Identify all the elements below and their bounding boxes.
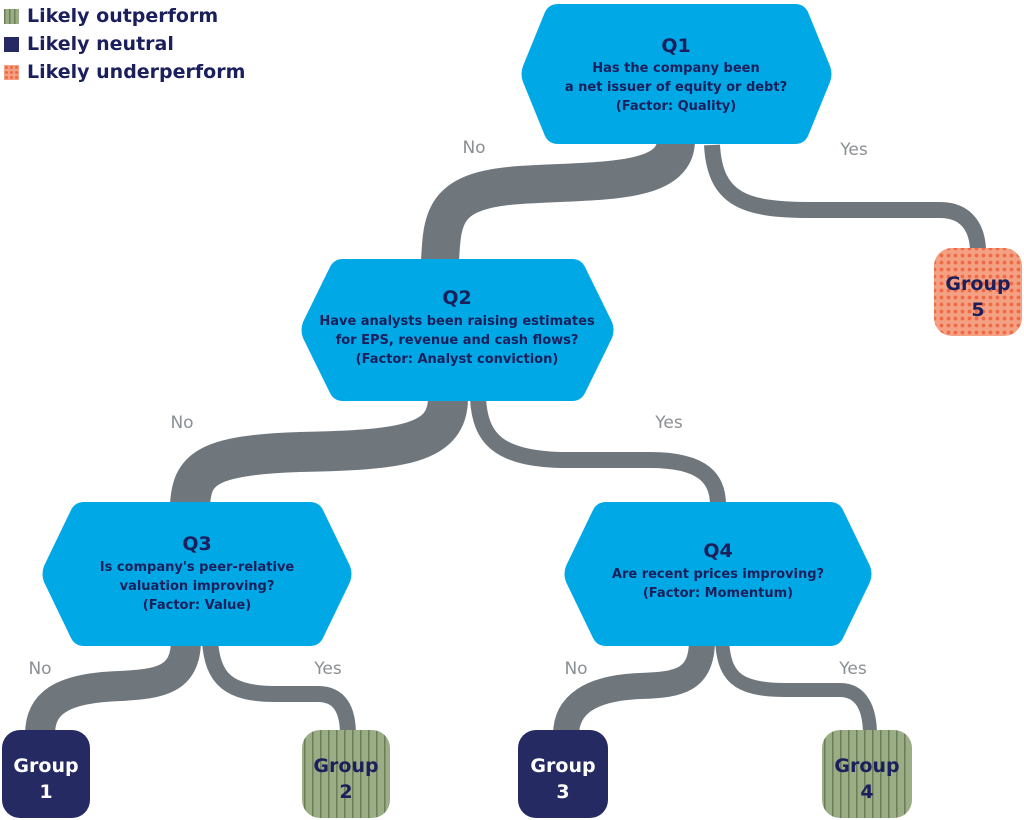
legend-item-outperform: Likely outperform <box>4 2 245 30</box>
edge-label-q1-yes: Yes <box>839 140 868 160</box>
branch-q1-no <box>421 137 695 263</box>
q3-line-2: valuation improving? <box>120 579 275 594</box>
group-5-box <box>934 248 1022 336</box>
legend: Likely outperform Likely neutral Likely … <box>4 2 245 86</box>
edge-label-q3-no: No <box>28 659 51 679</box>
q1-line-2: a net issuer of equity or debt? <box>565 80 787 95</box>
legend-swatch-underperform <box>4 64 19 80</box>
legend-item-neutral: Likely neutral <box>4 30 245 58</box>
q4-line-2: (Factor: Momentum) <box>643 586 793 601</box>
legend-swatch-outperform <box>4 8 19 24</box>
edge-label-q2-no: No <box>170 413 193 433</box>
branch-q3-yes <box>202 639 356 736</box>
group-4-number: 4 <box>860 781 873 803</box>
question-q1-shape <box>521 4 832 144</box>
edge-label-q4-yes: Yes <box>838 659 867 679</box>
group-3-box <box>518 730 608 818</box>
legend-label-underperform: Likely underperform <box>27 61 246 83</box>
q2-line-3: (Factor: Analyst conviction) <box>356 352 559 367</box>
group-2-word: Group <box>313 755 378 777</box>
edge-label-q3-yes: Yes <box>313 659 342 679</box>
branch-q3-no <box>25 639 201 736</box>
q3-line-1: Is company's peer-relative <box>100 560 295 575</box>
q2-line-2: for EPS, revenue and cash flows? <box>336 333 579 348</box>
legend-label-neutral: Likely neutral <box>27 33 174 55</box>
question-q4-shape <box>564 502 872 646</box>
branch-q2-yes <box>470 397 726 506</box>
branch-q2-no <box>170 396 468 507</box>
branch-q4-yes <box>715 639 877 736</box>
question-q3-shape <box>42 502 352 646</box>
branch-q1-yes <box>704 144 986 253</box>
legend-item-underperform: Likely underperform <box>4 58 245 86</box>
group-4-box <box>822 730 912 818</box>
q4-title: Q4 <box>703 540 732 562</box>
group-1-box <box>2 730 90 818</box>
q1-line-3: (Factor: Quality) <box>616 99 736 114</box>
group-2-box <box>302 730 390 818</box>
group-5-word: Group <box>945 273 1010 295</box>
q3-line-3: (Factor: Value) <box>143 598 251 613</box>
group-3-number: 3 <box>556 781 569 803</box>
q1-line-1: Has the company been <box>592 61 759 76</box>
q3-title: Q3 <box>182 533 211 555</box>
q2-line-1: Have analysts been raising estimates <box>319 314 595 329</box>
group-3-word: Group <box>530 755 595 777</box>
group-1-word: Group <box>13 755 78 777</box>
question-q2-shape <box>301 259 614 401</box>
branch-q4-no <box>553 639 715 736</box>
group-1-number: 1 <box>39 781 52 803</box>
q4-line-1: Are recent prices improving? <box>612 567 824 582</box>
edge-label-q1-no: No <box>462 138 485 158</box>
edge-label-q4-no: No <box>564 659 587 679</box>
legend-swatch-neutral <box>4 36 19 52</box>
q1-title: Q1 <box>661 35 690 57</box>
q2-title: Q2 <box>442 287 471 309</box>
edge-label-q2-yes: Yes <box>654 413 683 433</box>
group-2-number: 2 <box>339 781 352 803</box>
legend-label-outperform: Likely outperform <box>27 5 219 27</box>
group-5-number: 5 <box>971 299 984 321</box>
group-4-word: Group <box>834 755 899 777</box>
